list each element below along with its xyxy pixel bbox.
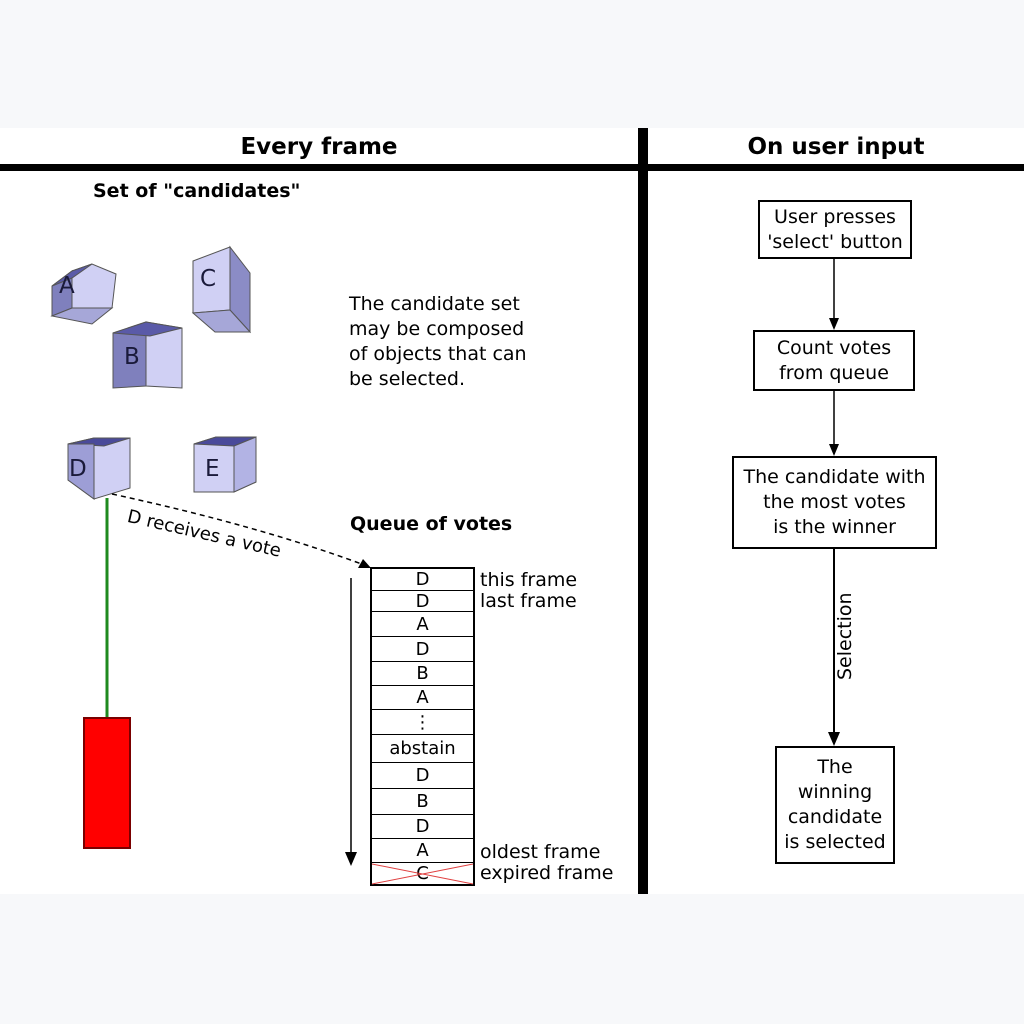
cube-e-label: E xyxy=(205,456,220,482)
flow-text: the most votes xyxy=(763,491,906,513)
label-expired-frame: expired frame xyxy=(480,862,614,884)
label-this-frame: this frame xyxy=(480,569,578,591)
flow-step-selected: The winning candidate is selected xyxy=(775,746,895,864)
queue-cell: B xyxy=(370,789,475,815)
queue-cell-oldest: A xyxy=(370,839,475,863)
label-oldest-frame: oldest frame xyxy=(480,841,601,863)
cube-d-label: D xyxy=(69,456,87,482)
queue-ellipsis: ⋮ xyxy=(370,710,475,735)
cube-a xyxy=(50,263,117,325)
queue-cell: A xyxy=(370,612,475,637)
cube-c-label: C xyxy=(200,266,217,292)
flow-step-user-presses: User presses'select' button xyxy=(758,200,912,259)
candidate-set-note: The candidate set may be composed of obj… xyxy=(349,292,527,392)
flow-text: is selected xyxy=(784,831,886,853)
flow-text: from queue xyxy=(779,361,889,384)
flow-text: candidate xyxy=(787,806,883,828)
queue-cell: D xyxy=(370,815,475,839)
frame-lines xyxy=(0,128,1024,894)
cube-e xyxy=(193,436,257,493)
selection-edge-label: Selection xyxy=(834,592,856,680)
every-frame-title: Every frame xyxy=(240,134,398,160)
diagram-panel: Every frame On user input Set of "candid… xyxy=(0,128,1024,894)
queue-cell: D xyxy=(370,763,475,789)
queue-cell: D xyxy=(370,637,475,662)
flow-text: winning xyxy=(797,781,873,803)
vote-arrowhead xyxy=(358,559,371,568)
note-line: The candidate set xyxy=(349,293,520,315)
note-line: of objects that can xyxy=(349,343,527,365)
cube-c xyxy=(191,245,252,334)
cube-a-label: A xyxy=(59,273,75,299)
note-line: be selected. xyxy=(349,368,466,390)
flow-text: is the winner xyxy=(773,516,896,538)
flow-text: User presses xyxy=(774,205,896,228)
flow-text: The xyxy=(817,756,853,778)
queue-cell: B xyxy=(370,662,475,686)
note-line: may be composed xyxy=(349,318,525,340)
vote-queue xyxy=(370,567,475,886)
flow-step-winner: The candidate with the most votes is the w… xyxy=(732,456,937,549)
cube-b-label: B xyxy=(124,344,140,370)
label-last-frame: last frame xyxy=(480,590,577,612)
header-rule xyxy=(0,164,1024,171)
queue-cell: A xyxy=(370,686,475,710)
column-divider xyxy=(638,128,648,894)
cube-b xyxy=(112,321,183,389)
queue-heading: Queue of votes xyxy=(350,513,513,535)
queue-cell: abstain xyxy=(370,735,475,763)
candidates-heading: Set of "candidates" xyxy=(93,180,301,202)
expired-cross xyxy=(371,863,474,885)
flow-text: 'select' button xyxy=(767,230,903,253)
pointer-device xyxy=(83,717,131,849)
vote-arrow xyxy=(111,493,368,567)
flow-arrows xyxy=(828,259,840,746)
flow-text: The candidate with xyxy=(743,466,926,488)
flow-text: Count votes xyxy=(776,336,892,359)
cube-d xyxy=(67,437,131,500)
queue-cell: D xyxy=(370,591,475,612)
on-user-input-title: On user input xyxy=(747,134,925,160)
queue-time-arrowhead xyxy=(345,852,357,866)
candidate-cubes xyxy=(50,245,371,866)
queue-cell: D xyxy=(370,569,475,591)
